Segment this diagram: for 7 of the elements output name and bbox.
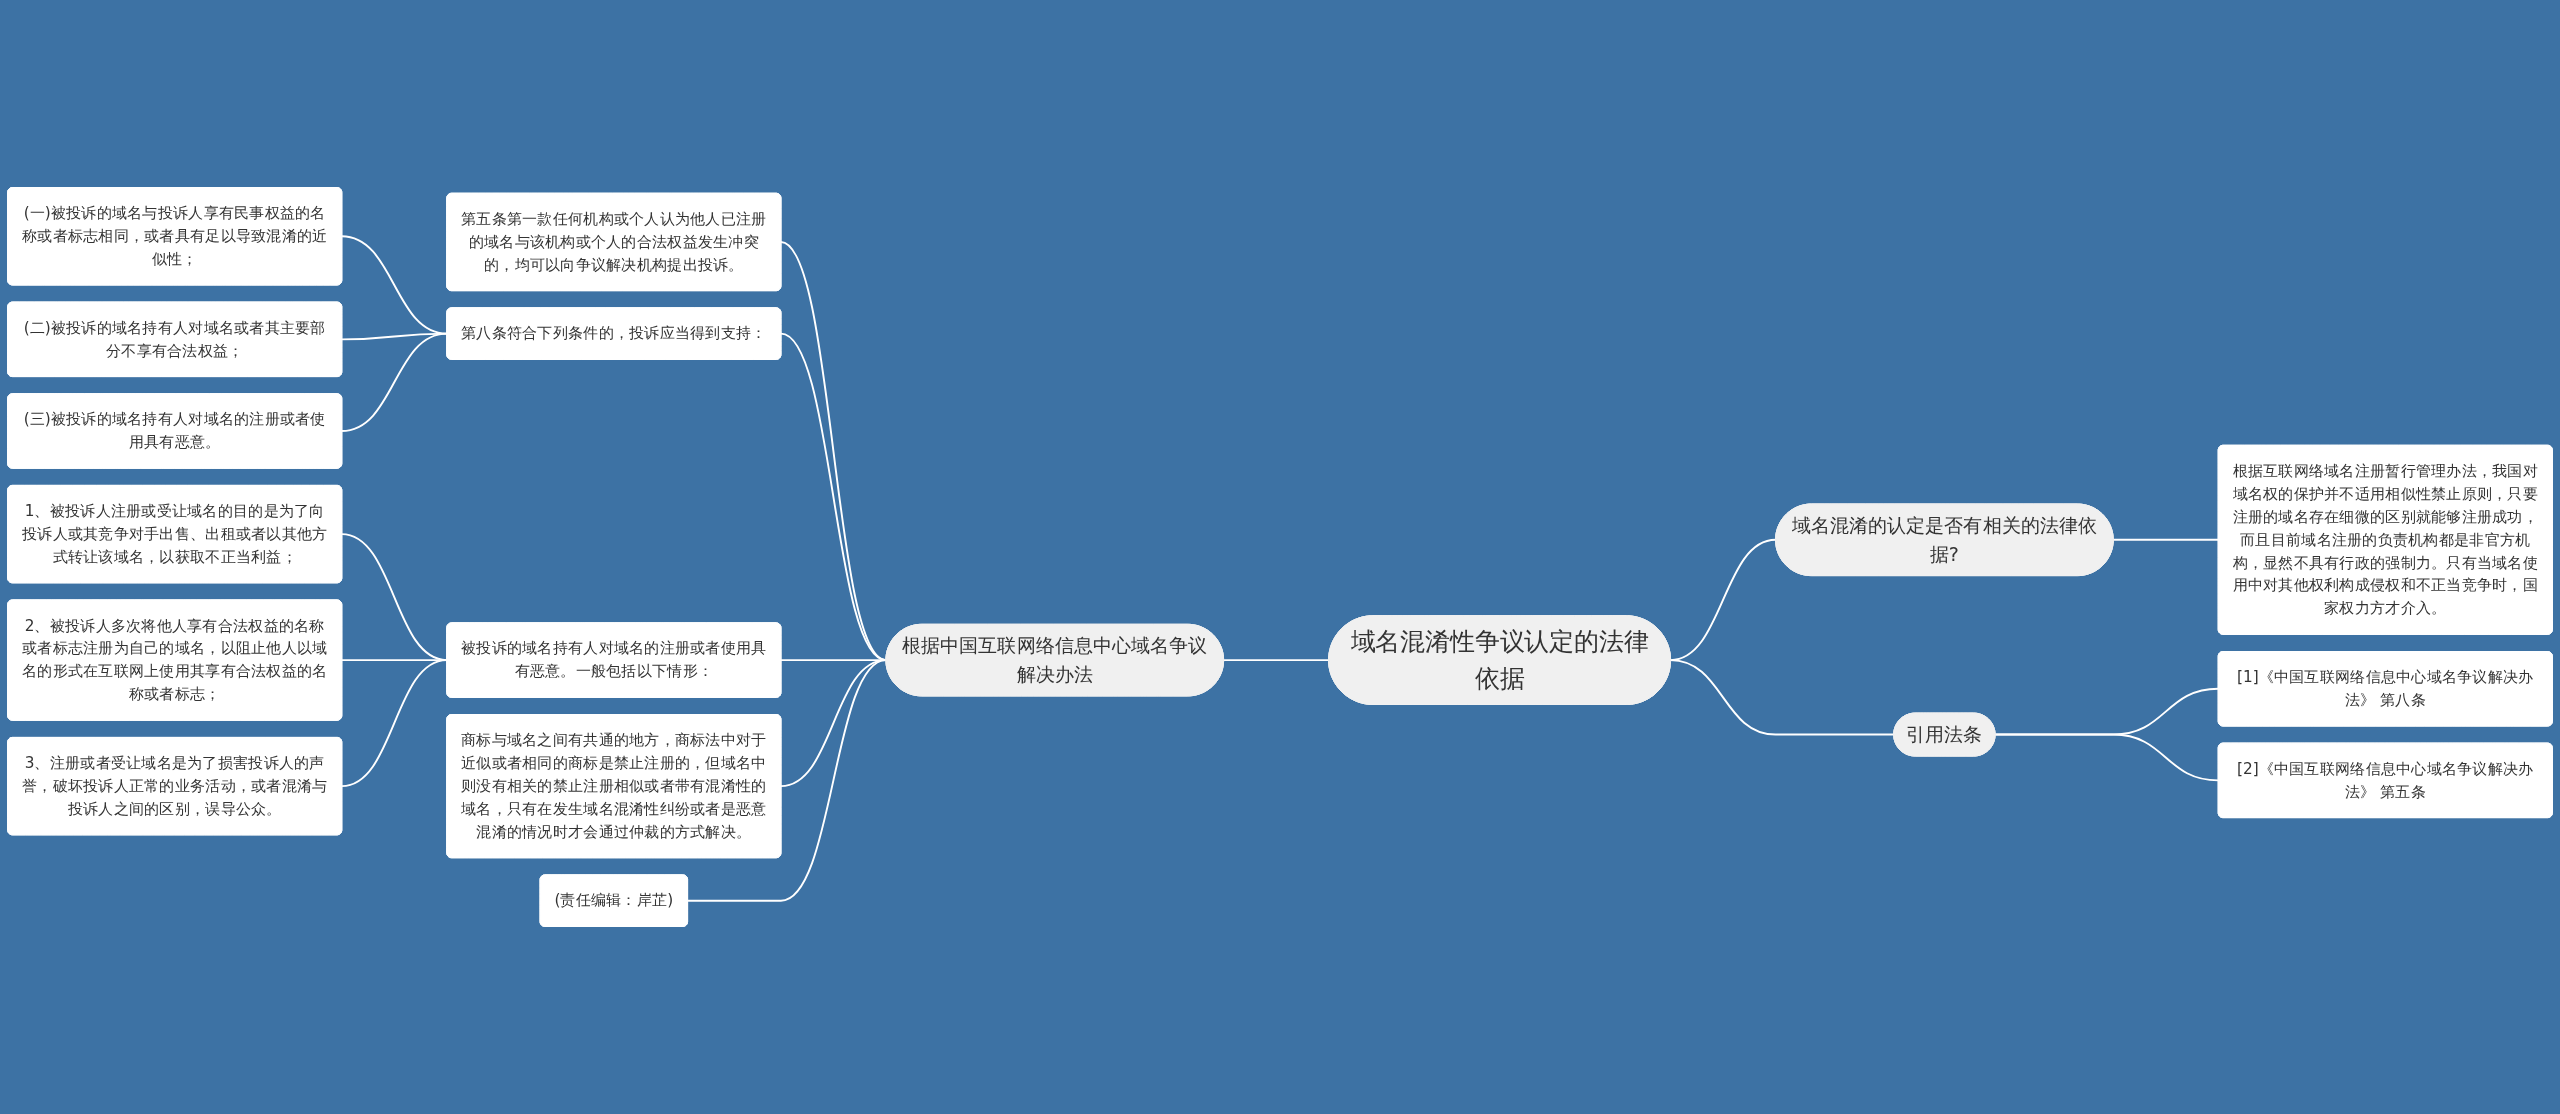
connector	[340, 659, 448, 788]
connector	[1222, 659, 1330, 662]
connector	[1994, 733, 2220, 782]
connector	[2112, 538, 2220, 541]
connector	[686, 659, 887, 902]
connector	[1669, 659, 1895, 736]
connector	[340, 332, 448, 432]
